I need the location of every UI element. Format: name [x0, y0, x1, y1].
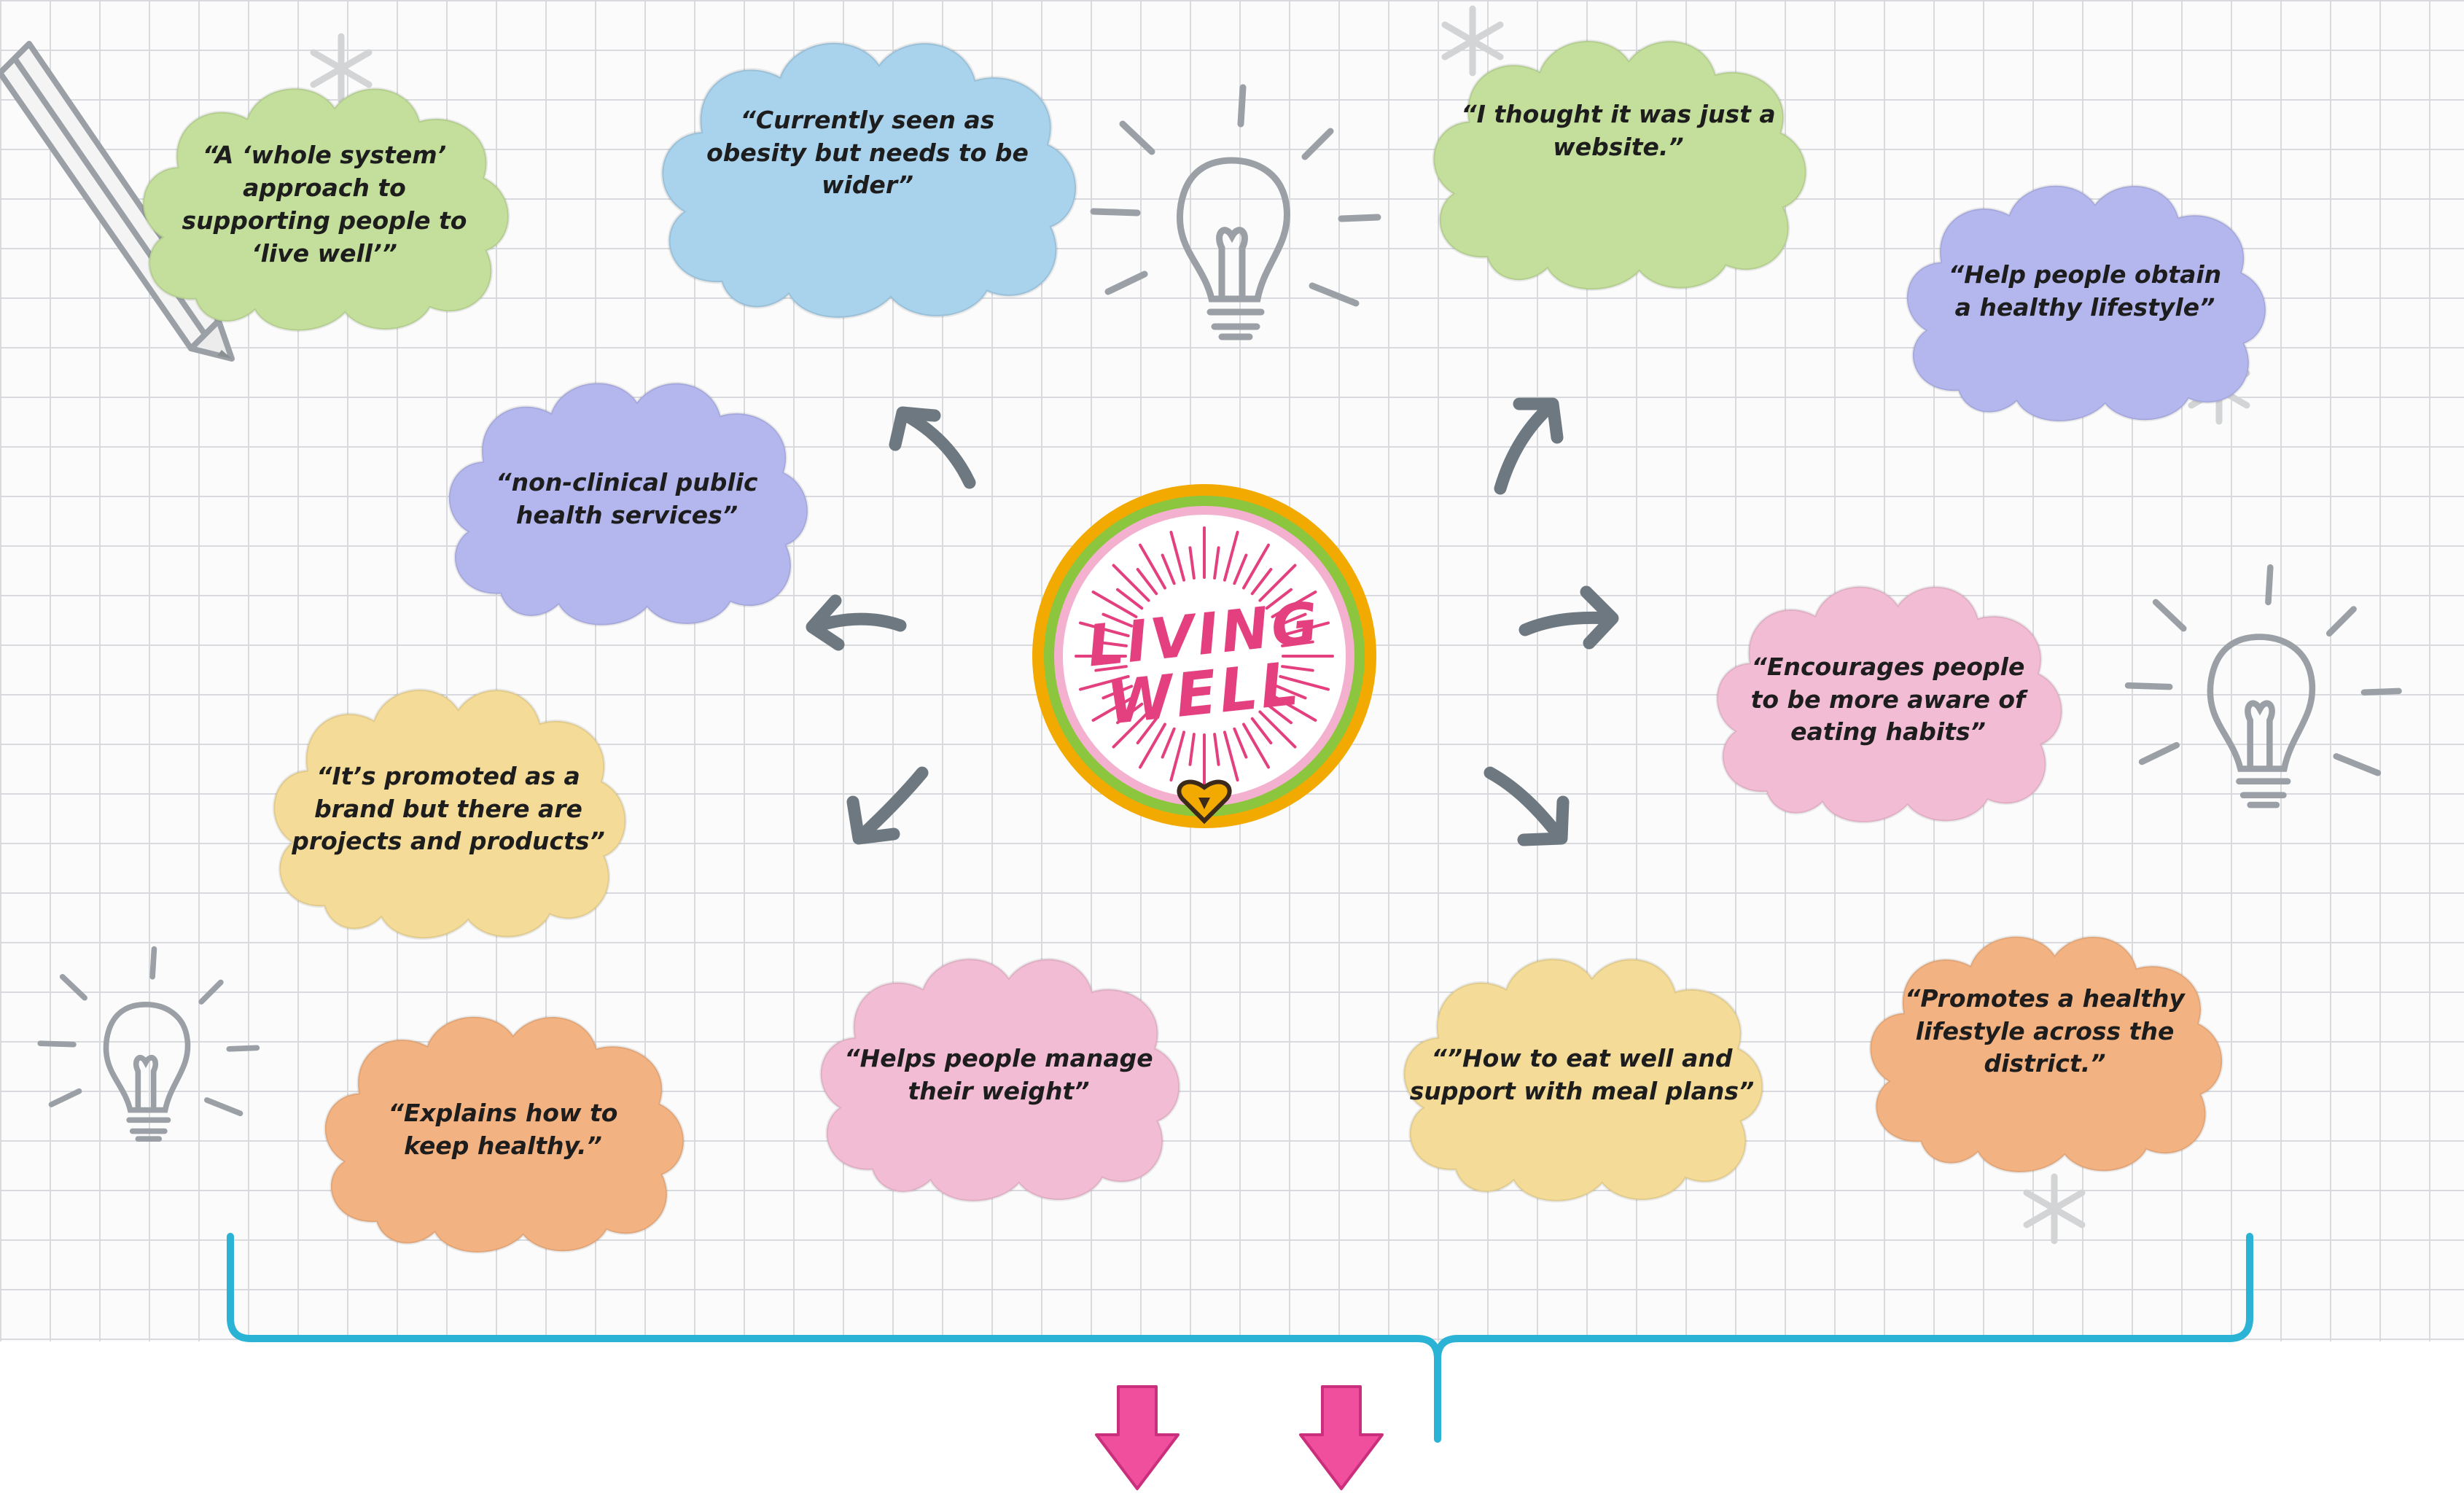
cloud-text: “Explains how to keep healthy.”	[388, 1099, 618, 1160]
cloud-brand: “It’s promoted as a brand but there are …	[262, 671, 634, 948]
curly-bracket	[219, 1232, 2260, 1444]
arrow-right	[1516, 576, 1626, 656]
cloud-shape	[1715, 585, 2063, 824]
cloud-obesity: “Currently seen as obesity but needs to …	[649, 22, 1086, 328]
cloud-shape	[1403, 957, 1764, 1203]
cloud-shape	[1432, 39, 1808, 292]
cloud-whole-system: “A ‘whole system’ approach to supporting…	[131, 70, 518, 340]
down-arrow-icon	[1298, 1384, 1385, 1493]
cloud-shape	[324, 1015, 685, 1254]
star-icon	[2022, 1173, 2086, 1244]
arrow-down-right	[1480, 758, 1582, 853]
down-arrow-icon	[1093, 1384, 1181, 1493]
arrow-down-left	[838, 758, 940, 853]
cloud-shape	[1869, 935, 2223, 1174]
star-icon	[309, 33, 373, 104]
lightbulb-icon	[29, 940, 262, 1152]
cloud-text: “Help people obtain a healthy lifestyle”	[1948, 260, 2222, 322]
cloud-eating-habits: “Encourages people to be more aware of e…	[1706, 569, 2070, 831]
arrow-left	[795, 583, 911, 656]
cloud-manage-weight: “Helps people manage their weight”	[809, 940, 1188, 1210]
arrow-up-right	[1487, 386, 1575, 503]
cloud-keep-healthy: “Explains how to keep healthy.”	[313, 999, 693, 1261]
cloud-text: “Currently seen as obesity but needs to …	[706, 105, 1029, 200]
cloud-shape	[660, 41, 1077, 319]
cloud-text: “”How to eat well and support with meal …	[1409, 1044, 1755, 1105]
star-icon	[1440, 5, 1505, 77]
cloud-shape	[819, 957, 1181, 1203]
cloud-text: “I thought it was just a website.”	[1461, 100, 1776, 161]
cloud-meal-plans: “”How to eat well and support with meal …	[1392, 940, 1771, 1210]
cloud-non-clinical: “non-clinical public health services”	[437, 365, 816, 634]
cloud-text: “It’s promoted as a brand but there are …	[292, 761, 605, 856]
cloud-text: “non-clinical public health services”	[496, 468, 758, 529]
living-well-logo: LIVING WELL	[1026, 478, 1382, 834]
lightbulb-icon	[2114, 554, 2406, 824]
lightbulb-icon	[1079, 80, 1385, 350]
cloud-shape	[1906, 184, 2267, 423]
cloud-text: “Promotes a healthy lifestyle across the…	[1905, 983, 2185, 1078]
cloud-text: “Encourages people to be more aware of e…	[1750, 652, 2026, 747]
cloud-text: “Helps people manage their weight”	[844, 1044, 1153, 1105]
cloud-website: “I thought it was just a website.”	[1422, 22, 1815, 299]
cloud-text: “A ‘whole system’ approach to supporting…	[182, 141, 467, 268]
arrow-up-left	[882, 394, 991, 496]
cloud-shape	[448, 381, 809, 627]
cloud-shape	[141, 87, 510, 332]
cloud-healthy-lifestyle: “Help people obtain a healthy lifestyle”	[1895, 168, 2274, 430]
cloud-shape	[272, 688, 627, 940]
cloud-district: “Promotes a healthy lifestyle across the…	[1859, 919, 2231, 1181]
